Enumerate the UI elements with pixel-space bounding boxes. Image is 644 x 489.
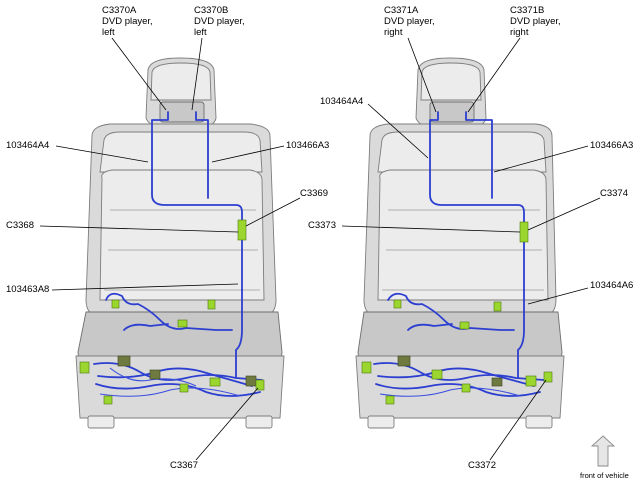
label-103464a4-left: 103464A4 (6, 140, 49, 151)
label-c3369: C3369 (300, 188, 328, 199)
label-c3373: C3373 (308, 220, 336, 231)
label-103466a3-right: 103466A3 (590, 140, 633, 151)
label-c3367: C3367 (170, 460, 198, 471)
label-103464a4-right: 103464A4 (320, 96, 363, 107)
right-inline-connector (519, 221, 529, 243)
left-inline-connector (237, 219, 247, 241)
label-103464a6: 103464A6 (590, 280, 633, 291)
label-103466a3-left: 103466A3 (286, 140, 329, 151)
right-headrest (415, 57, 487, 136)
front-of-vehicle-label: front of vehicle (580, 471, 629, 480)
label-c3372: C3372 (468, 460, 496, 471)
right-seat-base (355, 311, 565, 429)
label-c3374: C3374 (600, 188, 628, 199)
label-c3368: C3368 (6, 220, 34, 231)
label-103463a8: 103463A8 (6, 284, 49, 295)
right-seat-back (363, 123, 557, 319)
front-of-vehicle-indicator: front of vehicle (580, 435, 629, 480)
left-harness (79, 111, 265, 405)
left-headrest (145, 57, 217, 136)
left-seat-back (85, 123, 277, 319)
right-harness (361, 111, 553, 405)
right-main-connector (543, 371, 553, 383)
left-main-connector (255, 379, 265, 391)
up-arrow-icon (590, 435, 616, 467)
